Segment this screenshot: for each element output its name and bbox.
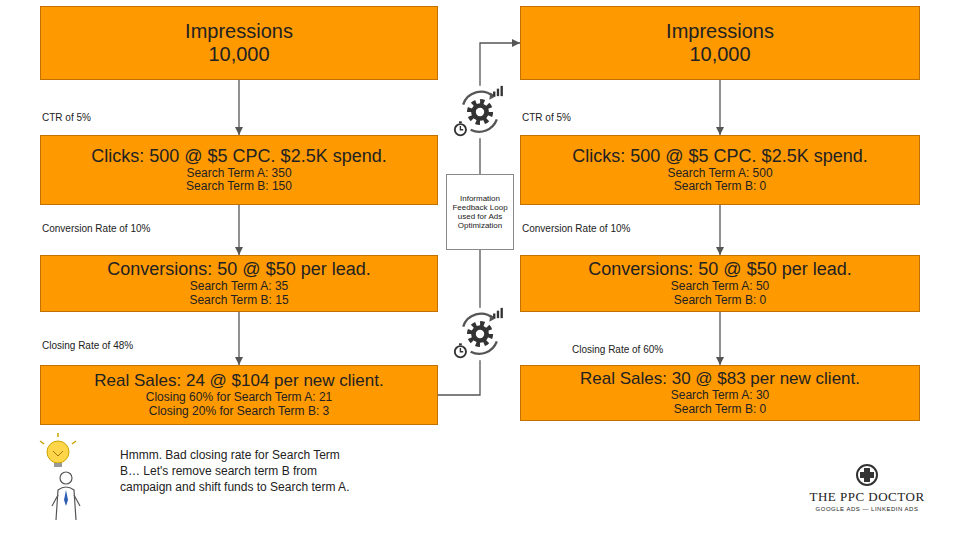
metric-box: Real Sales: 30 @ $83 per new client.Sear… [520, 365, 920, 421]
logo-title: THE PPC DOCTOR [800, 488, 934, 506]
box-heading: Real Sales: 30 @ $83 per new client. [580, 369, 860, 389]
rate-label: Conversion Rate of 10% [520, 223, 632, 234]
box-detail: Search Term A: 350 [186, 167, 291, 181]
metric-box: Clicks: 500 @ $5 CPC. $2.5K spend.Search… [520, 135, 920, 205]
box-heading: Clicks: 500 @ $5 CPC. $2.5K spend. [572, 146, 867, 167]
metric-box: Real Sales: 24 @ $104 per new client.Clo… [40, 365, 438, 425]
box-detail: Search Term B: 0 [674, 180, 766, 194]
flow-connector [238, 80, 239, 135]
box-detail: Search Term B: 0 [674, 294, 766, 308]
box-heading: Impressions [666, 20, 774, 43]
rate-label: CTR of 5% [520, 112, 573, 123]
box-detail: Search Term A: 500 [667, 167, 772, 181]
gear-icon [454, 308, 506, 360]
flow-connector [719, 205, 720, 255]
rate-label: Closing Rate of 48% [40, 340, 135, 351]
box-heading: Conversions: 50 @ $50 per lead. [107, 259, 370, 280]
box-detail: Search Term A: 50 [671, 280, 770, 294]
metric-box: Conversions: 50 @ $50 per lead.Search Te… [520, 255, 920, 312]
box-detail: 10,000 [689, 43, 750, 66]
metric-box: Impressions10,000 [520, 6, 920, 80]
box-heading: Clicks: 500 @ $5 CPC. $2.5K spend. [91, 146, 386, 167]
box-heading: Conversions: 50 @ $50 per lead. [588, 259, 851, 280]
feedback-box: Information Feedback Loop used for Ads O… [446, 174, 514, 250]
person-icon [40, 433, 80, 520]
flow-connector [238, 312, 239, 365]
box-detail: Search Term B: 150 [186, 180, 292, 194]
rate-label: Closing Rate of 60% [570, 344, 665, 355]
box-detail: Search Term B: 0 [674, 403, 766, 417]
metric-box: Conversions: 50 @ $50 per lead.Search Te… [40, 255, 438, 312]
box-detail: Search Term B: 15 [189, 294, 288, 308]
logo-cross [857, 465, 877, 485]
box-heading: Real Sales: 24 @ $104 per new client. [94, 371, 383, 391]
flow-connector [719, 80, 720, 135]
rate-label: CTR of 5% [40, 112, 93, 123]
metric-box: Clicks: 500 @ $5 CPC. $2.5K spend.Search… [40, 135, 438, 205]
flow-connector [719, 312, 720, 365]
metric-box: Impressions10,000 [40, 6, 438, 80]
note-text: Hmmm. Bad closing rate for Search Term B… [120, 447, 360, 496]
gear-icon [454, 86, 506, 138]
rate-label: Conversion Rate of 10% [40, 223, 152, 234]
logo-subtitle: GOOGLE ADS — LINKEDIN ADS [800, 505, 934, 513]
box-detail: 10,000 [208, 43, 269, 66]
box-detail: Search Term A: 30 [671, 389, 770, 403]
box-detail: Search Term A: 35 [190, 280, 289, 294]
box-detail: Closing 20% for Search Term B: 3 [149, 405, 330, 419]
box-heading: Impressions [185, 20, 293, 43]
box-heading: Information Feedback Loop used for Ads O… [451, 194, 509, 231]
box-detail: Closing 60% for Search Term A: 21 [146, 391, 333, 405]
flow-connector [238, 205, 239, 255]
